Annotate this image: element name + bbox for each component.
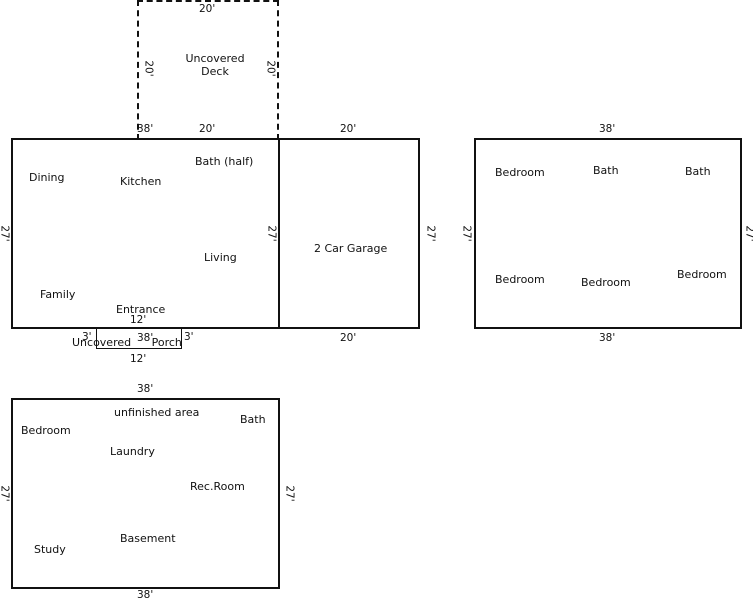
room-basement-bath: Bath [240,413,266,426]
upper-floor-outline [474,138,742,329]
deck-dim-right: 20' [264,60,277,77]
deck-label-line2: Deck [201,65,229,78]
garage-outline [278,138,420,329]
porch-dim-top: 12' [130,314,147,326]
garage-dim-right: 27' [424,225,437,242]
room-kitchen: Kitchen [120,175,162,188]
porch-dim-bottom: 12' [130,353,147,365]
garage-dim-bottom: 20' [340,332,357,344]
room-dining: Dining [29,171,65,184]
room-study: Study [34,543,66,556]
main-floor-dim-left: 27' [0,225,11,242]
upper-floor-dim-bottom: 38' [599,332,616,344]
porch-label: Uncovered Porch [72,336,182,349]
room-family: Family [40,288,76,301]
deck-label: Uncovered Deck [175,52,255,78]
basement-outline [11,398,280,589]
garage-label: 2 Car Garage [314,242,388,255]
room-bedroom-top-left: Bedroom [495,166,545,179]
deck-dim-top: 20' [199,3,216,15]
main-floor-dim-top-left: 38' [137,123,154,135]
room-entrance: Entrance [116,303,166,316]
room-bath-top-mid: Bath [593,164,619,177]
deck-dim-bottom: 20' [199,123,216,135]
room-living: Living [204,251,237,264]
deck-label-line1: Uncovered [185,52,245,65]
upper-floor-dim-left: 27' [460,225,473,242]
porch-dim-left: 3' [82,331,92,343]
basement-dim-left: 27' [0,485,11,502]
garage-dim-top: 20' [340,123,357,135]
room-basement: Basement [120,532,176,545]
room-bedroom-bottom-left: Bedroom [495,273,545,286]
porch-dim-main-bottom: 38' [137,332,154,344]
room-bedroom-bottom-right: Bedroom [677,268,727,281]
room-bath-top-right: Bath [685,165,711,178]
room-bedroom-bottom-mid: Bedroom [581,276,631,289]
room-rec-room: Rec.Room [190,480,245,493]
room-basement-bedroom: Bedroom [21,424,71,437]
deck-dim-left: 20' [142,60,155,77]
porch-dim-right: 3' [184,331,194,343]
room-bath-half: Bath (half) [195,155,254,168]
basement-dim-right: 27' [283,485,296,502]
upper-floor-dim-top: 38' [599,123,616,135]
room-laundry: Laundry [110,445,155,458]
basement-dim-bottom: 38' [137,589,154,601]
main-floor-dim-right: 27' [265,225,278,242]
room-unfinished-area: unfinished area [114,406,200,419]
basement-dim-top: 38' [137,383,154,395]
porch-outline [96,328,182,349]
upper-floor-dim-right: 27' [743,225,753,242]
